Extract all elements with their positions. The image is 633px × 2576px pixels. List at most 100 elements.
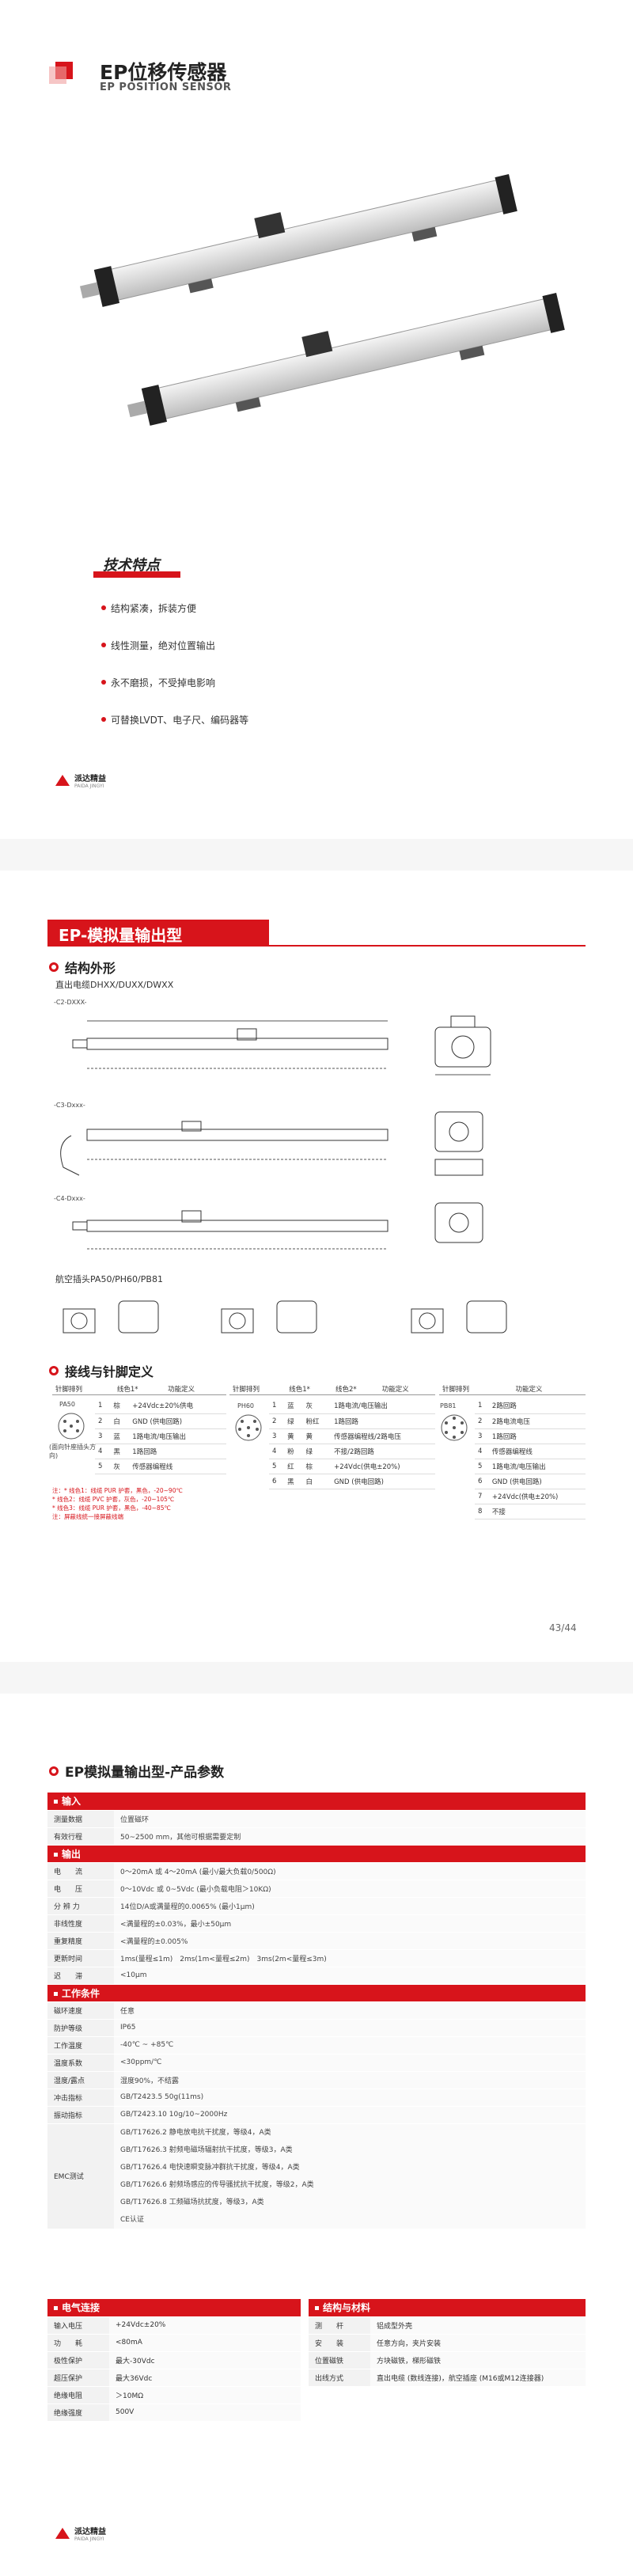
table-cell: 3 xyxy=(269,1428,285,1444)
table-cell: 3 xyxy=(95,1428,111,1444)
table-cell: 2 xyxy=(475,1413,489,1429)
heading-dot-icon xyxy=(49,962,59,972)
logo-sub: PAIDA JINGYI xyxy=(74,2536,104,2542)
table-cell: 1路回路 xyxy=(331,1413,435,1429)
param-row: 非线性度<满量程的±0.03%，最小±50μm xyxy=(47,1914,586,1933)
emc-line: GB/T17626.4 电快速瞬变脉冲群抗干扰度，等级4，A类 xyxy=(120,2163,300,2172)
title-accent-mark xyxy=(49,62,73,84)
table-cell: 6 xyxy=(475,1474,489,1489)
section-header-row: 结构与材料 xyxy=(309,2299,586,2317)
table-cell: 绿 xyxy=(302,1444,332,1459)
note-line: * 线色3：线缆 PUR 护套，黑色，-40~85℃ xyxy=(52,1504,171,1512)
product-image xyxy=(79,174,565,426)
features-list: 结构紧凑，拆装方便 线性测量，绝对位置输出 永不磨损，不受掉电影响 可替换LVD… xyxy=(101,601,248,750)
table-cell: 棕 xyxy=(302,1459,332,1474)
param-row: 功 耗<80mA xyxy=(47,2334,301,2352)
drawing-c2 xyxy=(72,1015,491,1076)
wiring-heading: 接线与针脚定义 xyxy=(49,1361,154,1380)
section-header-row: 输入 xyxy=(47,1793,586,1811)
param-key: 绝缘强度 xyxy=(47,2403,109,2422)
param-row: 超压保护最大36Vdc xyxy=(47,2369,301,2387)
table-cell: 3 xyxy=(475,1428,489,1444)
table-cell: 6 xyxy=(269,1474,285,1489)
params-title: EP模拟量输出型-产品参数 xyxy=(49,1761,224,1781)
section-header-row: 电气连接 xyxy=(47,2299,301,2317)
section-header: 输入 xyxy=(47,1793,586,1811)
param-key: 测量数据 xyxy=(47,1810,114,1828)
model-label: -C3-Dxxx- xyxy=(54,1102,85,1109)
table-cell: 黄 xyxy=(284,1428,303,1444)
table-cell: 粉红 xyxy=(302,1413,332,1429)
param-key: 超压保护 xyxy=(47,2369,109,2387)
table-cell: 传感器编程线 xyxy=(129,1459,226,1474)
table-cell: 黄 xyxy=(302,1428,332,1444)
company-logo: 派达精益 PAIDA JINGYI xyxy=(55,772,106,789)
param-row: 绝缘电阻＞10MΩ xyxy=(47,2386,301,2404)
table-cell: 不接 xyxy=(488,1504,586,1519)
drawing-c3 xyxy=(60,1111,483,1176)
param-key: 迟 滞 xyxy=(47,1967,114,1985)
feature-item: 可替换LVDT、电子尺、编码器等 xyxy=(101,713,248,727)
param-value: 14位D/A或满量程的0.0065% (最小1μm) xyxy=(114,1897,586,1915)
param-key: 非线性度 xyxy=(47,1914,114,1933)
emc-line: GB/T17626.2 静电放电抗干扰度，等级4，A类 xyxy=(120,2128,271,2137)
param-value: 湿度90%，不结露 xyxy=(114,2071,586,2089)
param-value: 0～10Vdc 或 0~5Vdc (最小负载电阻＞10KΩ) xyxy=(114,1880,586,1898)
param-value: 0～20mA 或 4～20mA (最小/最大负载0/500Ω) xyxy=(114,1862,586,1880)
table-cell: 7 xyxy=(475,1489,489,1504)
features-heading-bar xyxy=(93,571,180,578)
param-key: 温度系数 xyxy=(47,2054,114,2072)
param-value: 最大36Vdc xyxy=(109,2369,301,2387)
pb81-label: PB81 xyxy=(440,1402,457,1409)
page-divider xyxy=(0,839,633,871)
table-cell: 5 xyxy=(269,1459,285,1474)
param-key: 更新时间 xyxy=(47,1949,114,1967)
structure-table: 结构与材料测 杆铝成型外壳安 装任意方向，夹片安装位置磁铁方块磁铁，梯形磁铁出线… xyxy=(309,2299,586,2387)
param-key: 有效行程 xyxy=(47,1827,114,1846)
table-cell: 2 xyxy=(269,1413,285,1429)
table-cell: 2 xyxy=(95,1413,111,1429)
sensor-2 xyxy=(127,293,565,426)
logo-sub: PAIDA JINGYI xyxy=(74,783,104,789)
param-value: 1ms(量程≤1m) 2ms(1m<量程≤2m) 3ms(2m<量程≤3m) xyxy=(114,1949,586,1967)
param-row: EMC测试 GB/T17626.2 静电放电抗干扰度，等级4，A类 GB/T1762… xyxy=(47,2123,586,2229)
param-key: 冲击指标 xyxy=(47,2088,114,2107)
param-key: EMC测试 xyxy=(47,2123,114,2229)
table-cell: 2路电流电压 xyxy=(488,1413,586,1429)
param-key: 分 辨 力 xyxy=(47,1897,114,1915)
table-cell: 1 xyxy=(95,1398,111,1414)
param-row: 迟 滞<10μm xyxy=(47,1967,586,1985)
table-cell: GND (供电回路) xyxy=(488,1474,586,1489)
logo-name: 派达精益 xyxy=(74,2528,106,2536)
table-cell: 1路回路 xyxy=(129,1444,226,1459)
param-value: <80mA xyxy=(109,2334,301,2352)
logo-name: 派达精益 xyxy=(74,775,106,783)
logo-icon xyxy=(55,775,70,786)
section-header: 输出 xyxy=(47,1845,586,1863)
table-cell: 灰 xyxy=(302,1398,332,1414)
param-value: 500V xyxy=(109,2403,301,2422)
pa50-label: PA50 xyxy=(59,1401,75,1408)
param-key: 磁环速度 xyxy=(47,2001,114,2020)
table-cell: 传感器编程线/2路电压 xyxy=(331,1428,435,1444)
table-cell: 黑 xyxy=(284,1474,303,1489)
param-row: 磁环速度任意 xyxy=(47,2001,586,2020)
table-cell: 5 xyxy=(95,1459,111,1474)
pin-table-c: 针脚排列功能定义 xyxy=(439,1383,586,1395)
plug-drawings xyxy=(63,1300,507,1334)
param-key: 工作温度 xyxy=(47,2036,114,2054)
